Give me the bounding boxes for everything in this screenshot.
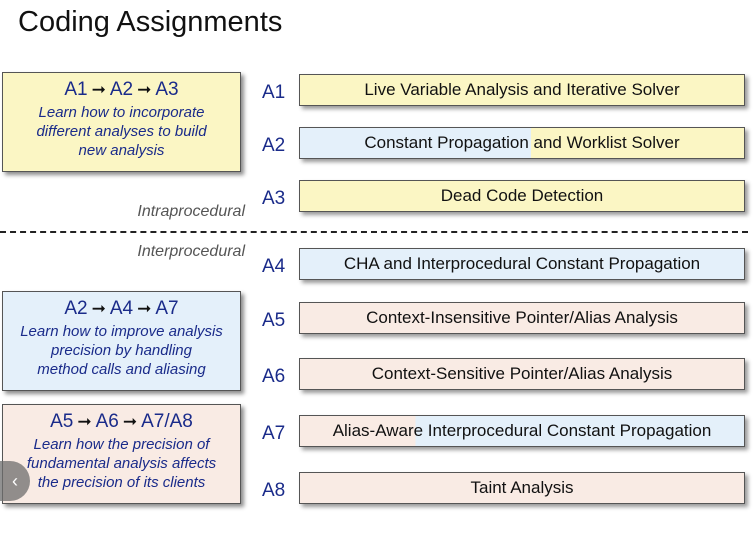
- arrow-right-icon: ➞: [122, 412, 138, 431]
- desc-line: new analysis: [78, 142, 165, 159]
- seq-item: A7: [155, 298, 179, 319]
- assignment-id: A3: [262, 188, 286, 209]
- assignment-id: A4: [262, 256, 286, 277]
- arrow-right-icon: ➞: [91, 80, 106, 99]
- assignment-id: A6: [262, 366, 286, 387]
- assignment-a2: Constant Propagation and Worklist Solver: [299, 127, 745, 159]
- assignment-id: A5: [262, 310, 286, 331]
- arrow-right-icon: ➞: [137, 299, 152, 318]
- assignment-name: Dead Code Detection: [440, 186, 604, 205]
- assignment-a6: Context-Sensitive Pointer/Alias Analysis: [299, 358, 745, 390]
- assignment-a3: Dead Code Detection: [299, 180, 745, 212]
- sequence: A1 ➞ A2 ➞ A3: [3, 79, 240, 101]
- seq-item: A5: [50, 411, 74, 432]
- group-description: Learn how to incorporate different analy…: [3, 101, 240, 160]
- desc-line: the precision of its clients: [37, 474, 206, 491]
- desc-line: method calls and aliasing: [37, 361, 206, 378]
- assignment-name: Context-Sensitive Pointer/Alias Analysis: [371, 364, 673, 383]
- desc-line: Learn how the precision of: [33, 436, 210, 453]
- assignment-id: A2: [262, 135, 286, 156]
- seq-item: A3: [155, 79, 179, 100]
- assignment-id: A1: [262, 82, 286, 103]
- seq-item: A4: [109, 298, 134, 319]
- group-box-3: A5 ➞ A6 ➞ A7/A8 Learn how the precision …: [2, 404, 241, 504]
- desc-line: different analyses to build: [36, 123, 207, 140]
- seq-item: A6: [95, 411, 119, 432]
- assignment-name: Live Variable Analysis and Iterative Sol…: [364, 80, 680, 99]
- assignment-name: Constant Propagation and Worklist Solver: [364, 133, 680, 152]
- desc-line: Learn how to incorporate: [38, 104, 205, 121]
- assignment-a4: CHA and Interprocedural Constant Propaga…: [299, 248, 745, 280]
- chevron-left-icon: ‹: [12, 470, 18, 491]
- section-divider: [0, 231, 748, 233]
- assignment-id: A7: [262, 423, 286, 444]
- assignment-name: Taint Analysis: [470, 478, 574, 497]
- assignment-a1: Live Variable Analysis and Iterative Sol…: [299, 74, 745, 106]
- assignment-a5: Context-Insensitive Pointer/Alias Analys…: [299, 302, 745, 334]
- group-box-1: A1 ➞ A2 ➞ A3 Learn how to incorporate di…: [2, 72, 241, 172]
- desc-line: fundamental analysis affects: [26, 455, 217, 472]
- assignment-name: CHA and Interprocedural Constant Propaga…: [343, 254, 701, 273]
- interprocedural-label: Interprocedural: [137, 243, 245, 260]
- previous-slide-button[interactable]: ‹: [0, 461, 30, 501]
- sequence: A2 ➞ A4 ➞ A7: [3, 298, 240, 320]
- seq-item: A1: [64, 79, 88, 100]
- group-box-2: A2 ➞ A4 ➞ A7 Learn how to improve analys…: [2, 291, 241, 391]
- arrow-right-icon: ➞: [137, 80, 152, 99]
- assignment-id: A8: [262, 480, 286, 501]
- assignment-name: Alias-Aware Interprocedural Constant Pro…: [332, 421, 712, 440]
- seq-item: A2: [64, 298, 88, 319]
- sequence: A5 ➞ A6 ➞ A7/A8: [3, 411, 240, 433]
- seq-item: A7/A8: [141, 411, 193, 432]
- desc-line: precision by handling: [51, 342, 192, 359]
- page-title: Coding Assignments: [18, 6, 283, 38]
- assignment-a8: Taint Analysis: [299, 472, 745, 504]
- arrow-right-icon: ➞: [91, 299, 106, 318]
- assignment-name: Context-Insensitive Pointer/Alias Analys…: [366, 308, 678, 327]
- arrow-right-icon: ➞: [77, 412, 92, 431]
- intraprocedural-label: Intraprocedural: [137, 203, 245, 220]
- group-description: Learn how the precision of fundamental a…: [3, 433, 240, 492]
- assignment-a7: Alias-Aware Interprocedural Constant Pro…: [299, 415, 745, 447]
- desc-line: Learn how to improve analysis: [20, 323, 223, 340]
- seq-item: A2: [109, 79, 134, 100]
- group-description: Learn how to improve analysis precision …: [3, 320, 240, 379]
